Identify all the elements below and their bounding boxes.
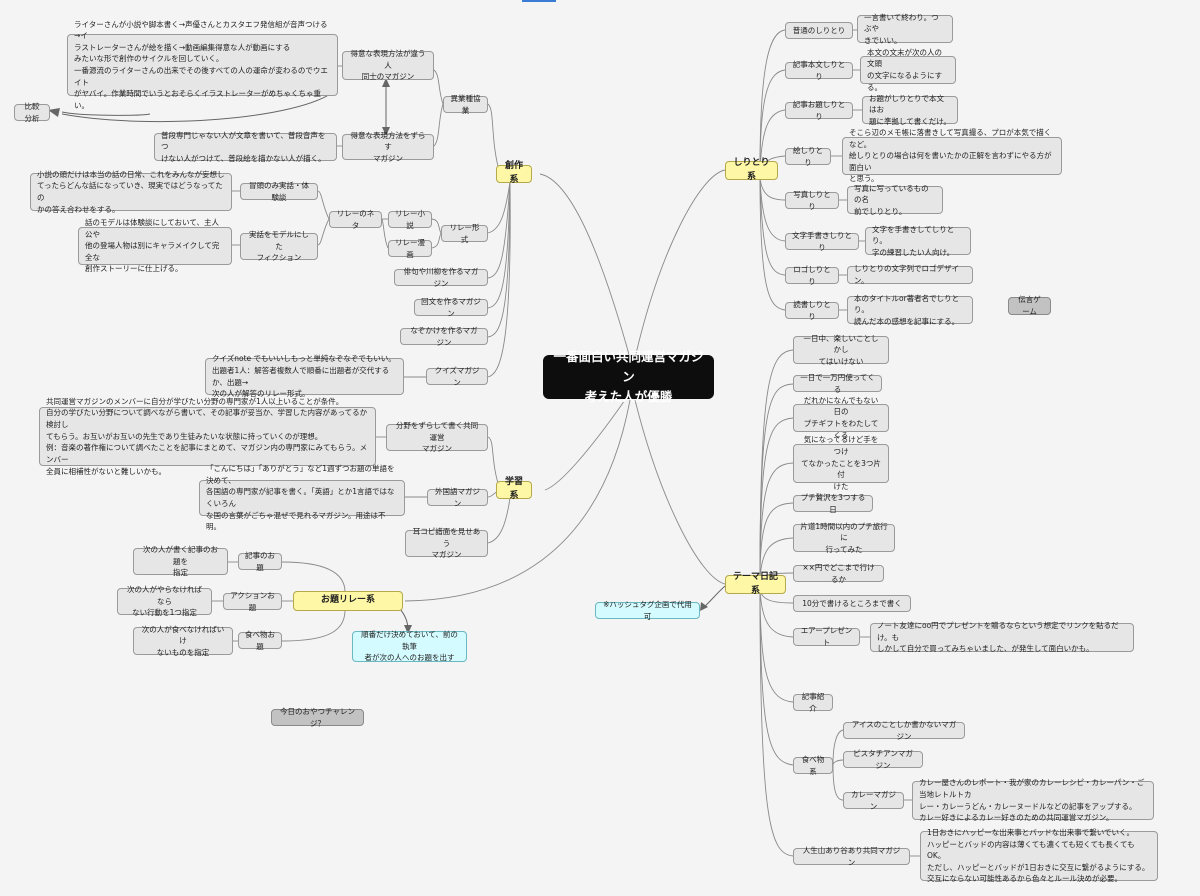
node-shiritori-logo-desc[interactable]: しりとりの文字列でロゴデザイン。 [847, 264, 973, 285]
node-shiritori-e-desc[interactable]: そこら辺のメモ帳に落書きして写真撮る、プロが本気で描くなど。 絵しりとりの場合は… [842, 128, 1062, 183]
node-relay-keishiki[interactable]: リレー形式 [441, 223, 488, 244]
node-odai-tabemono-desc[interactable]: 次の人が食べなければいけ ないものを指定 [133, 625, 233, 657]
node-mimikopi[interactable]: 耳コピ譜面を見せあう マガジン [405, 527, 488, 559]
node-theme-curry-desc[interactable]: カレー屋さんのレポート・我が家のカレーレシピ・カレーパン・ご当地レトルトカ レー… [912, 778, 1154, 822]
node-theme-pistachio[interactable]: ピスタチアンマガジン [843, 749, 923, 770]
node-shiritori-honbun[interactable]: 記事本文しりとり [785, 60, 853, 81]
node-shiritori-futsu[interactable]: 普通のしりとり [785, 22, 853, 39]
node-theme-jinsei[interactable]: 人生山あり谷あり共同マガジン [793, 846, 910, 867]
node-theme-ichiman[interactable]: 一日で一万円使ってくる [793, 373, 882, 394]
node-odai-tabemono[interactable]: 食べ物お題 [238, 630, 282, 651]
node-shiritori-futsu-desc[interactable]: 一言書いて終わり。つぶや きでいい。 [857, 13, 953, 45]
node-tokui-chigau-desc[interactable]: ライターさんが小説や脚本書く→声優さんとカスタエフ発信組が音声つける→イ ラスト… [67, 20, 338, 110]
branch-theme[interactable]: テーマ日記系 [725, 572, 786, 596]
node-nazokake[interactable]: なぞかけを作るマガジン [400, 326, 488, 347]
node-boto-nomi[interactable]: 冒頭のみ実話・体験談 [240, 181, 318, 202]
node-theme-air[interactable]: エアープレゼント [793, 626, 860, 647]
node-bunya-desc[interactable]: 共同運営マガジンのメンバーに自分が学びたい分野の専門家が1人以上いることが条件。… [39, 397, 376, 476]
node-theme-gift[interactable]: だれかになんでもない日の プチギフトをわたしてくる [793, 396, 889, 440]
node-tokui-chigau[interactable]: 得意な表現方法が違う人 同士のマガジン [342, 49, 434, 81]
node-odai-action-desc[interactable]: 次の人がやらなければなら ない行動を1つ指定 [117, 585, 212, 617]
node-theme-ichinichi[interactable]: 一日中、楽しいことしかし てはいけない [793, 334, 889, 366]
node-shiritori-honbun-desc[interactable]: 本文の文末が次の人の文頭 の文字になるようにする。 [860, 48, 956, 92]
node-gaikokugo-desc[interactable]: 「こんにちは」「ありがとう」など1週ずつお題の単語を決めて、 各国語の専門家が記… [199, 464, 405, 531]
node-relay-manga[interactable]: リレー漫画 [388, 238, 432, 259]
node-odai-junban[interactable]: 順番だけ決めておいて、前の執筆 者が次の人へのお題を出す [352, 630, 467, 662]
node-tokui-zurasu-desc[interactable]: 普段専門じゃない人が文章を書いて、普段音声をつ けない人がつけて、普段絵を描かな… [154, 131, 337, 163]
node-dengon[interactable]: 伝言ゲーム [1008, 295, 1051, 316]
node-theme-jinsei-desc[interactable]: 1日おきにハッピーな出来事とバッドな出来事で繋いでいく。 ハッピーとバッドの内容… [920, 828, 1158, 883]
branch-odai[interactable]: お題リレー系 [293, 591, 403, 611]
branch-gakushu[interactable]: 学習系 [496, 477, 532, 501]
node-theme-xxen[interactable]: ××円でどこまで行けるか [793, 563, 884, 584]
node-theme-curry[interactable]: カレーマガジン [843, 790, 904, 811]
node-shiritori-dokusho[interactable]: 読書しりとり [785, 300, 839, 321]
node-relay-neta[interactable]: リレーのネタ [329, 209, 382, 230]
node-ishugyokyogyo[interactable]: 異業種協業 [443, 94, 488, 115]
node-hikaku[interactable]: 比較分析 [14, 102, 50, 123]
node-shiritori-shashin-desc[interactable]: 写真に写っているものの名 前でしりとり。 [847, 184, 943, 216]
node-gaikokugo[interactable]: 外国語マガジン [427, 487, 488, 508]
node-jitsuwa-model[interactable]: 実話をモデルにした フィクション [240, 230, 318, 262]
branch-sousaku[interactable]: 創作系 [496, 161, 532, 185]
node-shiritori-dokusho-desc[interactable]: 本のタイトルor著者名でしりとり。 読んだ本の感想を記事にする。 [847, 294, 973, 326]
node-quiz[interactable]: クイズマガジン [426, 366, 488, 387]
node-oyatsu[interactable]: 今日のおやつチャレンジ？ [271, 707, 364, 728]
node-theme-kininatte[interactable]: 気になってるけど手をつけ てなかったことを3つ片付 けた [793, 435, 889, 491]
node-shiritori-odai[interactable]: 記事お題しりとり [785, 100, 853, 121]
node-kaibun[interactable]: 回文を作るマガジン [414, 297, 488, 318]
node-theme-hashtag[interactable]: ※ハッシュタグ企画で代用可 [595, 600, 700, 621]
node-theme-zeitaku[interactable]: プチ贅沢を3つする日 [793, 493, 873, 514]
node-shiritori-logo[interactable]: ロゴしりとり [785, 265, 839, 286]
node-theme-air-desc[interactable]: ノート友達にoo円でプレゼントを贈るならという想定でリンクを貼るだけ。も しかし… [870, 621, 1134, 653]
node-theme-tabemono[interactable]: 食べ物系 [793, 755, 833, 776]
node-tokui-zurasu[interactable]: 得意な表現方法をずらす マガジン [342, 131, 434, 163]
node-odai-action[interactable]: アクションお題 [223, 591, 282, 612]
node-shiritori-e[interactable]: 絵しりとり [785, 146, 831, 167]
node-theme-ice[interactable]: アイスのことしか書かないマガジン [843, 720, 965, 741]
node-shiritori-shashin[interactable]: 写真しりとり [785, 190, 839, 211]
node-theme-juppun[interactable]: 10分で書けるところまで書く [793, 595, 911, 612]
node-jitsuwa-desc[interactable]: 話のモデルは体験談にしておいて、主人公や 他の登場人物は別にキャラメイクして完全… [78, 218, 232, 273]
node-theme-katamichi[interactable]: 片道1時間以内のプチ旅行に 行ってみた [793, 522, 895, 554]
node-odai-kiji-desc[interactable]: 次の人が書く記事のお題を 指定 [133, 545, 228, 577]
node-theme-kijishokai[interactable]: 記事紹介 [793, 692, 833, 713]
node-odai-kiji[interactable]: 記事のお題 [238, 551, 282, 572]
node-haiku[interactable]: 俳句や川柳を作るマガジン [394, 267, 488, 288]
node-shiritori-odai-desc[interactable]: お題がしりとりで本文はお 題に準拠して書くだけ。 [862, 94, 958, 126]
top-accent-bar [522, 0, 556, 2]
node-quiz-desc[interactable]: クイズnote でもいいしもっと単純なぞなぞでもいい。 出題者1人：解答者複数人… [205, 354, 404, 398]
center-topic[interactable]: 一番面白い共同運営マガジン 考えた人が優勝 [543, 349, 714, 404]
node-bunya[interactable]: 分野をずらして書く共同運営 マガジン [386, 421, 488, 453]
node-shiritori-moji[interactable]: 文字手書きしりとり [785, 231, 859, 252]
node-boto-desc[interactable]: 小説の頭だけは本当の話の日常、これをみんなが妄想し てったらどんな話になっていき… [30, 170, 232, 214]
branch-shiritori[interactable]: しりとり系 [725, 158, 778, 182]
node-relay-shosetsu[interactable]: リレー小説 [388, 209, 432, 230]
node-shiritori-moji-desc[interactable]: 文字を手書きしてしりとり。 字の練習したい人向け。 [865, 225, 971, 257]
